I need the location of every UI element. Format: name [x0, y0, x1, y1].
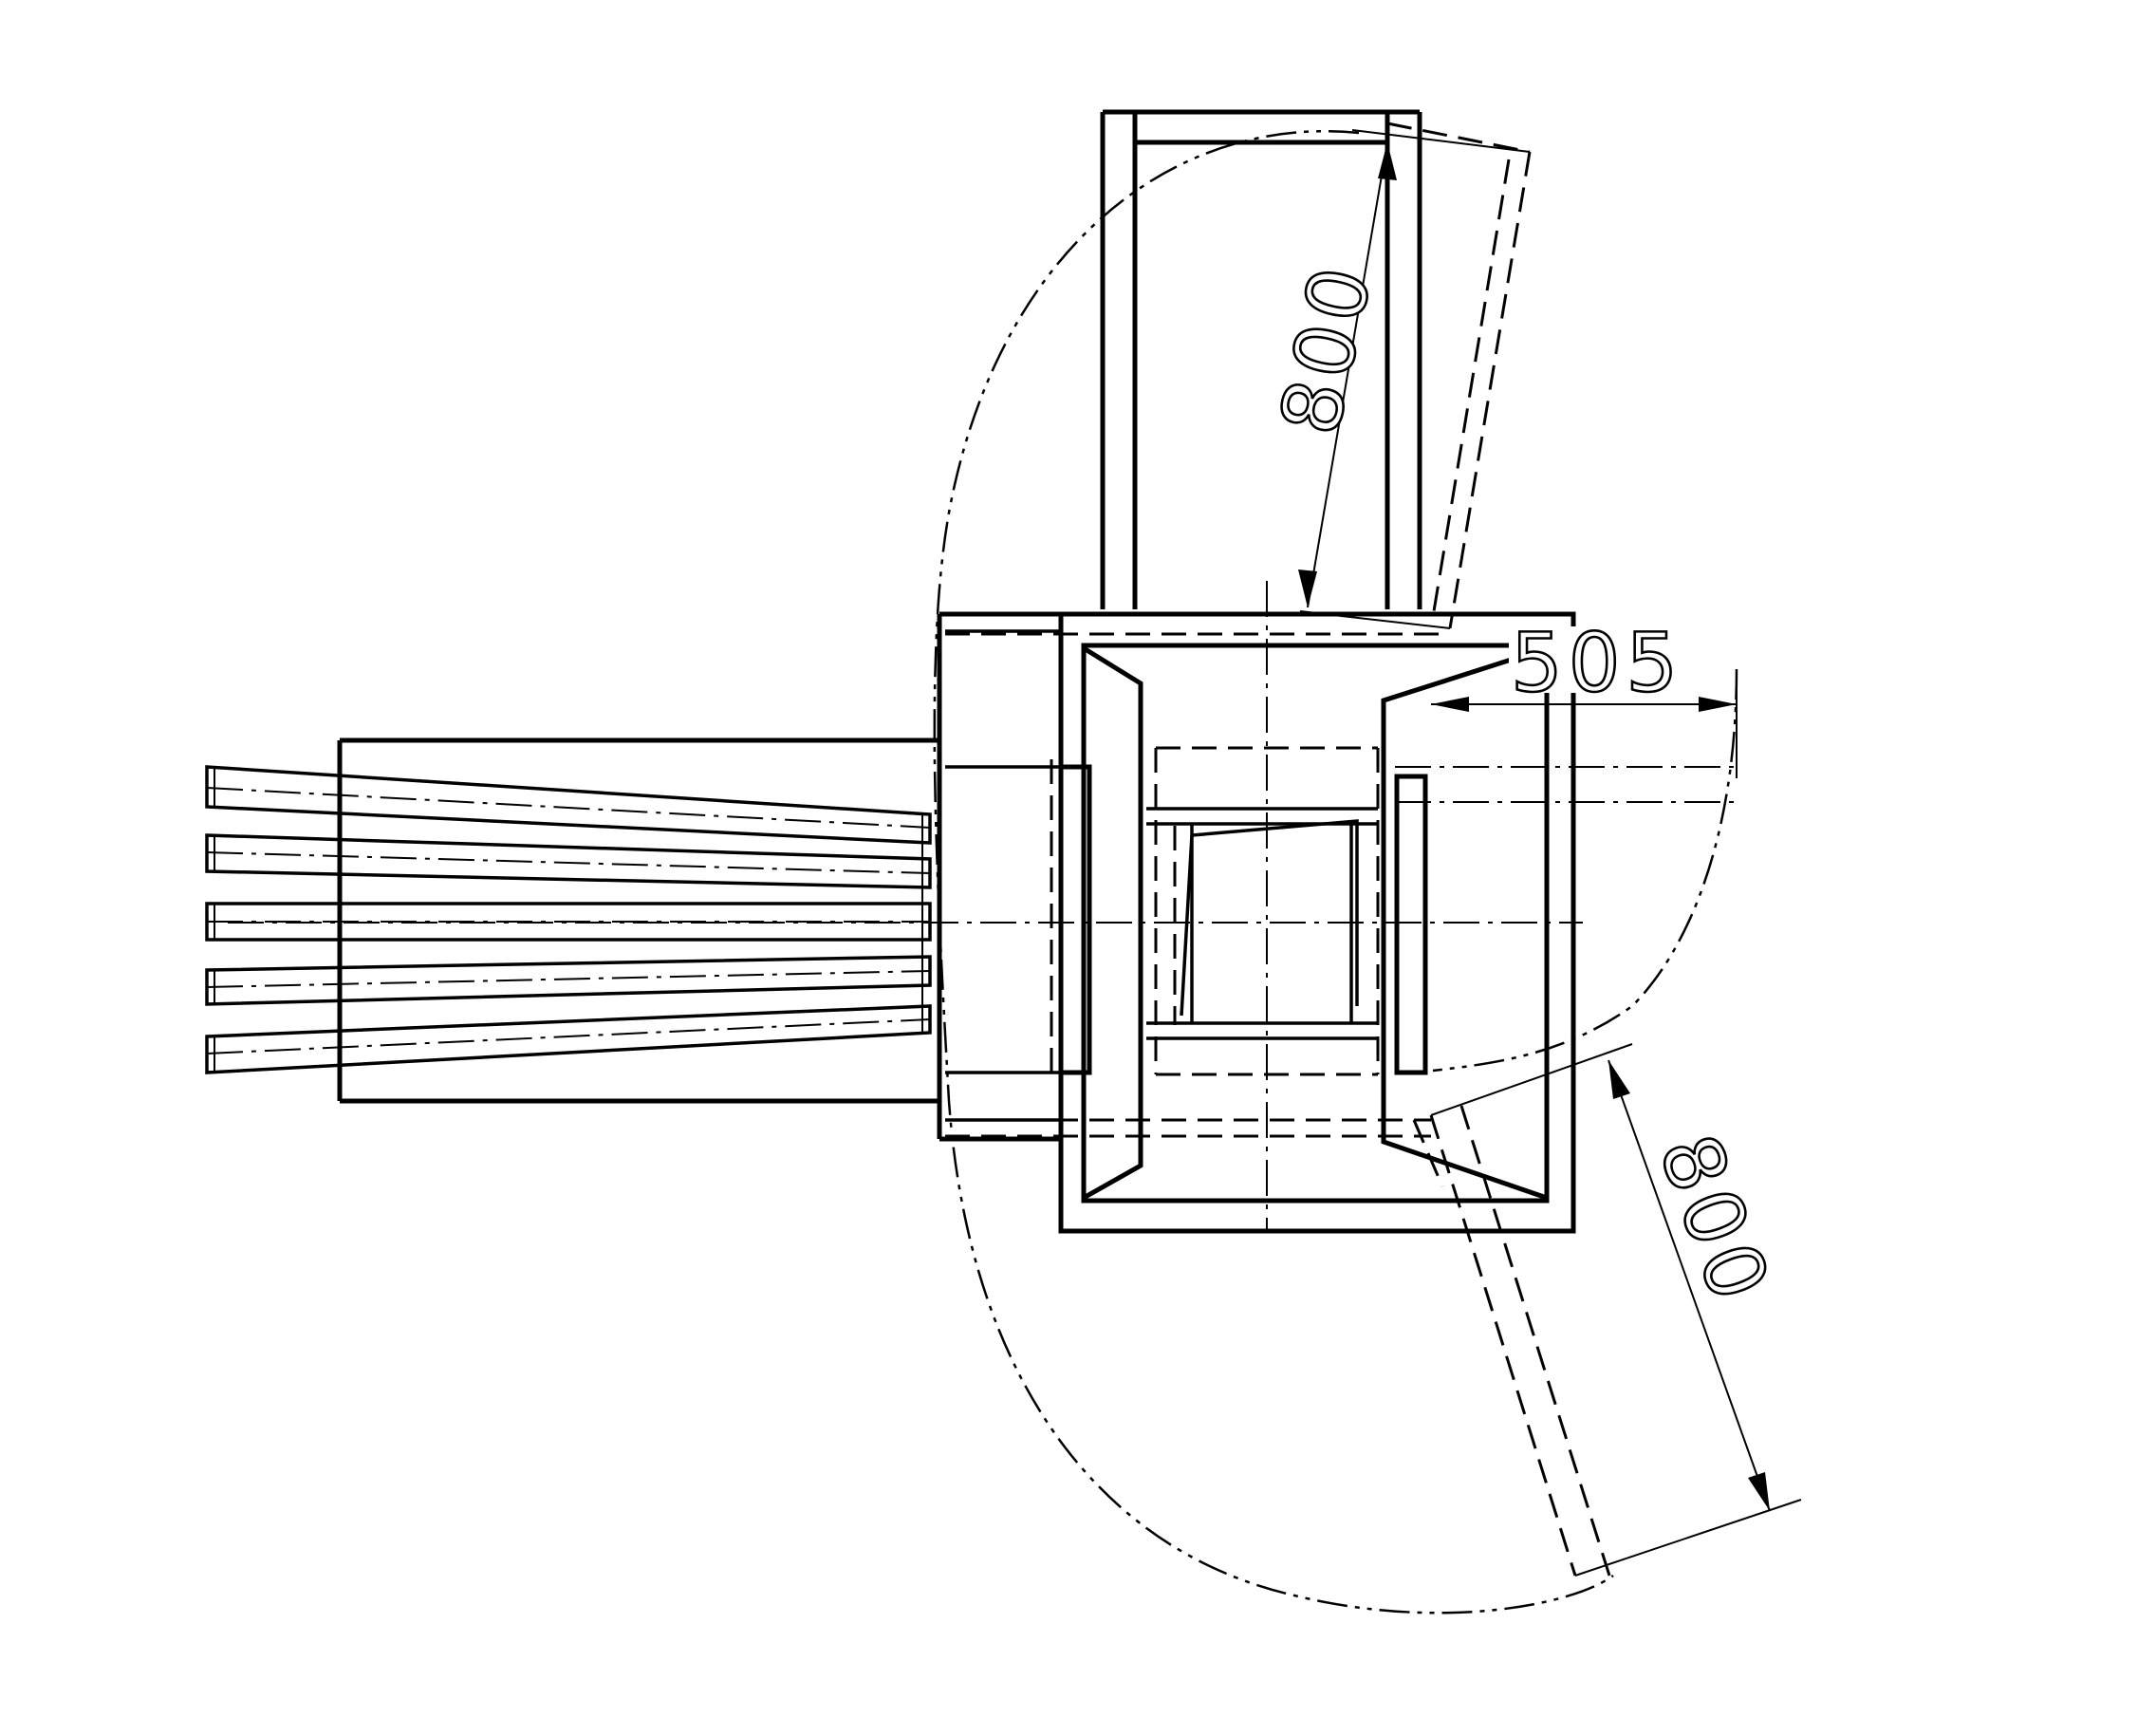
top-channel — [1100, 109, 1422, 609]
dimension-text-top: 800 — [1263, 253, 1392, 442]
center-lines — [228, 581, 1737, 1232]
right-core-trapezoid — [1381, 645, 1548, 1201]
dimension-top-800: 800 — [1261, 129, 1531, 629]
swing-arc-phantom — [933, 130, 1614, 1614]
swing-arc-inner-phantom — [1432, 668, 1738, 1073]
top-channel-rotated-hidden — [1386, 121, 1532, 629]
bottom-channel-rotated-hidden — [1412, 1105, 1611, 1577]
hidden-lines-box — [945, 632, 1450, 1138]
inner-plates — [1058, 764, 1428, 1075]
dimension-text-bottom: 800 — [1640, 1123, 1788, 1317]
dimension-text-right: 505 — [1511, 616, 1683, 711]
beam-bundle — [205, 765, 932, 1074]
left-core-trapezoid — [1082, 645, 1143, 1201]
dimension-right-505: 505 — [1431, 615, 1738, 778]
dimension-bottom-800: 800 — [1430, 1043, 1802, 1577]
